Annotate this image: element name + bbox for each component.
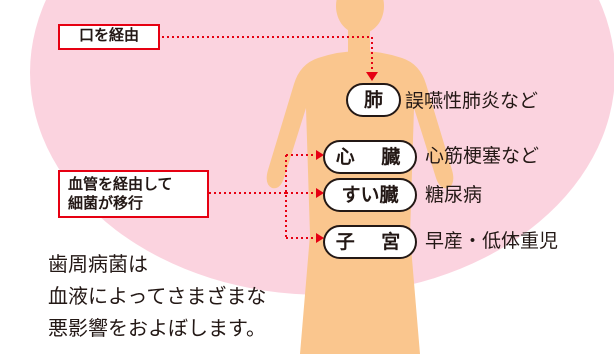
body-silhouette: [266, 0, 454, 354]
arrowhead-pancreas: [316, 188, 324, 198]
arrowhead-lung: [366, 72, 378, 81]
arrow-paths: [162, 36, 373, 239]
mouth-route-label: 口を経由: [58, 24, 160, 50]
bloodstream-label-line-1: 血管を経由して: [68, 175, 173, 193]
caption-line-2: 血液によってさまざまな: [48, 284, 267, 308]
organ-pill-heart: 心 臓: [323, 140, 417, 174]
caption-line-1: 歯周病菌は: [48, 252, 148, 276]
organ-pill-lung: 肺: [346, 83, 401, 117]
conditions-heart: 心筋梗塞など: [425, 145, 540, 167]
explanation-caption: 歯周病菌は 血液によってさまざまな 悪影響をおよぼします。: [48, 248, 266, 344]
arrowhead-uterus: [316, 233, 324, 243]
conditions-pancreas: 糖尿病: [425, 184, 483, 206]
arrowhead-heart: [316, 150, 324, 160]
organ-pill-pancreas: すい臓: [323, 178, 417, 212]
bloodstream-label-line-2: 細菌が移行: [68, 194, 144, 212]
organ-pill-uterus: 子 宮: [323, 225, 417, 259]
caption-line-3: 悪影響をおよぼします。: [48, 316, 266, 340]
conditions-lung: 誤嚥性肺炎など: [405, 90, 539, 112]
mouth-route-line: [162, 36, 373, 72]
bloodstream-route-label: 血管を経由して 細菌が移行: [58, 170, 209, 218]
conditions-uterus: 早産・低体重児: [425, 230, 559, 252]
arrowheads: [316, 72, 378, 243]
